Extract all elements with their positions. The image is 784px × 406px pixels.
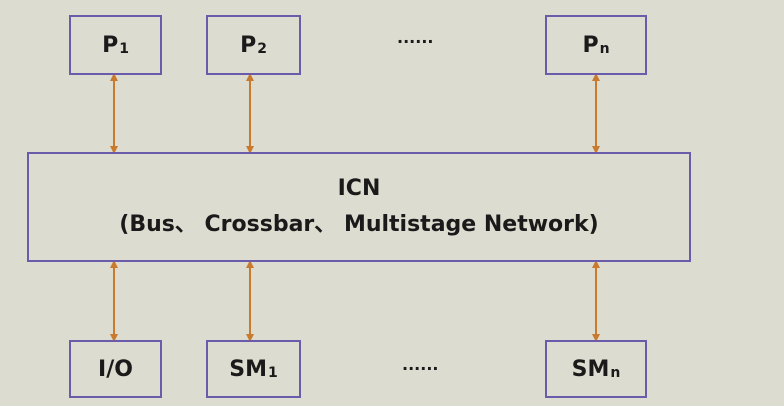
processor-subscript-1: 1 bbox=[119, 41, 129, 57]
icn-title: ICN bbox=[337, 176, 381, 201]
processor-label-n: P bbox=[582, 32, 599, 58]
io-label: I/O bbox=[98, 356, 133, 382]
processor-subscript-n: n bbox=[599, 41, 610, 57]
processor-ellipsis: ...... bbox=[397, 28, 434, 47]
memory-ellipsis: ...... bbox=[402, 355, 439, 374]
processor-subscript-2: 2 bbox=[257, 41, 267, 57]
io-box: I/O bbox=[69, 340, 162, 398]
icn-box: ICN (Bus、 Crossbar、 Multistage Network) bbox=[27, 152, 691, 262]
shared-memory-label-n: SM bbox=[571, 356, 610, 382]
processor-label-1: P bbox=[102, 32, 119, 58]
shared-memory-subscript-1: 1 bbox=[268, 365, 278, 381]
shared-memory-subscript-n: n bbox=[610, 365, 621, 381]
shared-memory-label-1: SM bbox=[229, 356, 267, 382]
icn-subtitle: (Bus、 Crossbar、 Multistage Network) bbox=[119, 212, 599, 237]
processor-label-2: P bbox=[240, 32, 257, 58]
